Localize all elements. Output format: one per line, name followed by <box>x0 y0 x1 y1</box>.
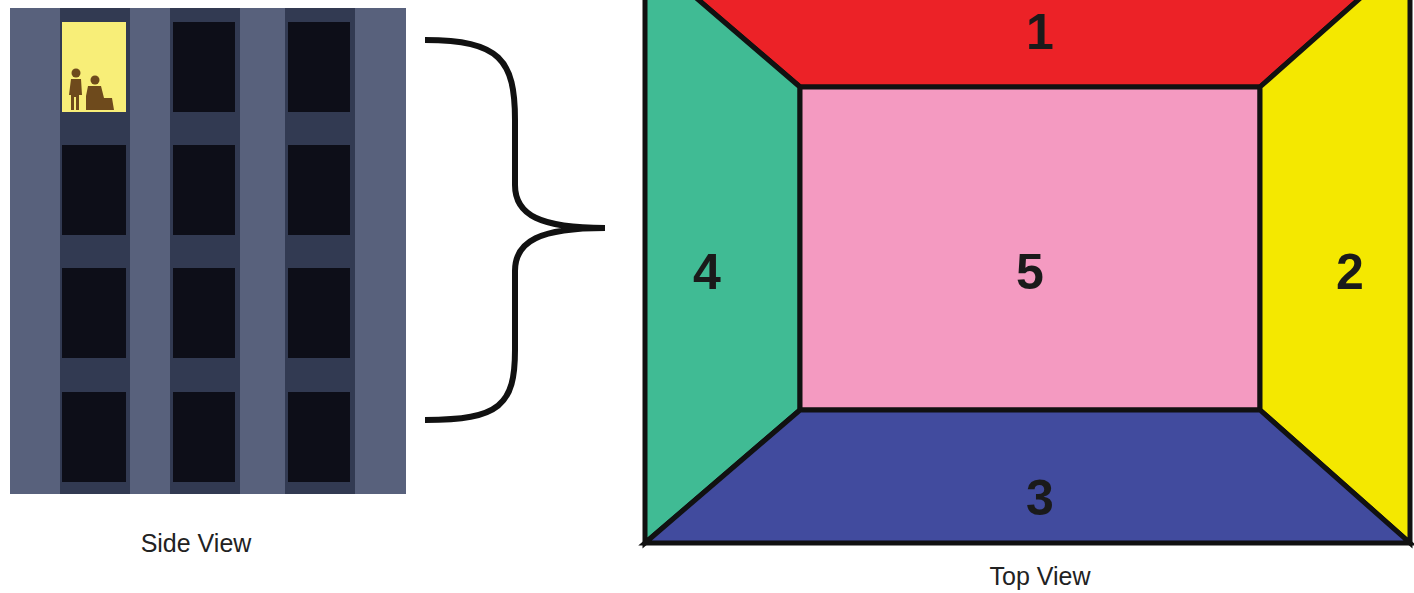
lit-window <box>62 22 126 112</box>
region-number: 3 <box>1026 473 1054 523</box>
region-number: 4 <box>693 247 721 297</box>
region-number: 1 <box>1026 7 1054 57</box>
region-shape <box>800 87 1260 410</box>
view-caption: Top View <box>990 564 1091 589</box>
building-windows <box>62 22 350 482</box>
center-region: 5 <box>800 87 1260 410</box>
bottom-region: 3 <box>645 410 1410 543</box>
region-shape <box>645 410 1410 543</box>
region-number: 2 <box>1336 247 1364 297</box>
building-body <box>10 8 406 494</box>
region-number: 5 <box>1016 247 1044 297</box>
view-caption: Side View <box>141 531 252 556</box>
people-silhouette <box>69 69 114 111</box>
building-columns <box>10 8 406 494</box>
brace <box>425 40 605 420</box>
